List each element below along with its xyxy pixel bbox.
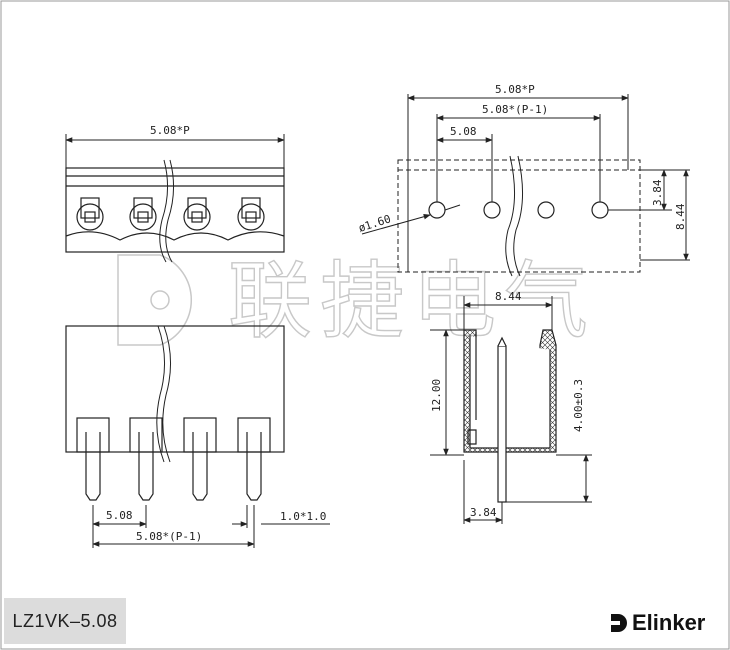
brand-name: Elinker [632, 610, 706, 635]
pin-offset-label: 3.84 [470, 506, 497, 519]
side-section-view [463, 329, 557, 503]
front-pitch-label: 5.08 [106, 509, 133, 522]
front-span-label: 5.08*(P-1) [136, 530, 202, 543]
plan-span-label: 5.08*(P-1) [482, 103, 548, 116]
plan-pitch-label: 5.08 [450, 125, 477, 138]
top-width-dimension: 5.08*P [65, 124, 285, 168]
pin-section-label: 1.0*1.0 [280, 510, 326, 523]
elinker-watermark-icon [117, 254, 192, 346]
pin-length-label: 4.00±0.3 [572, 379, 585, 432]
hole-diameter-label: ø1.60 [357, 212, 393, 235]
model-label-box: LZ1VK–5.08 [4, 598, 126, 644]
front-dimensions [92, 505, 330, 548]
side-dimensions [430, 296, 592, 524]
plan-depth-label: 8.44 [674, 203, 687, 230]
top-width-label: 5.08*P [150, 124, 190, 137]
plan-width-label: 5.08*P [495, 83, 535, 96]
side-height-label: 12.00 [430, 379, 443, 412]
plan-holes [428, 201, 609, 219]
elinker-logo-icon [611, 614, 627, 632]
top-view [65, 159, 285, 263]
plan-dimensions [361, 94, 690, 272]
watermark-text: 联捷电气 [228, 252, 596, 350]
hole-offset-label: 3.84 [651, 179, 664, 206]
side-width-label: 8.44 [495, 290, 522, 303]
plan-break-lines [505, 155, 524, 277]
brand-logo: Elinker [610, 610, 705, 636]
model-label: LZ1VK–5.08 [12, 610, 118, 631]
front-view [65, 325, 285, 501]
